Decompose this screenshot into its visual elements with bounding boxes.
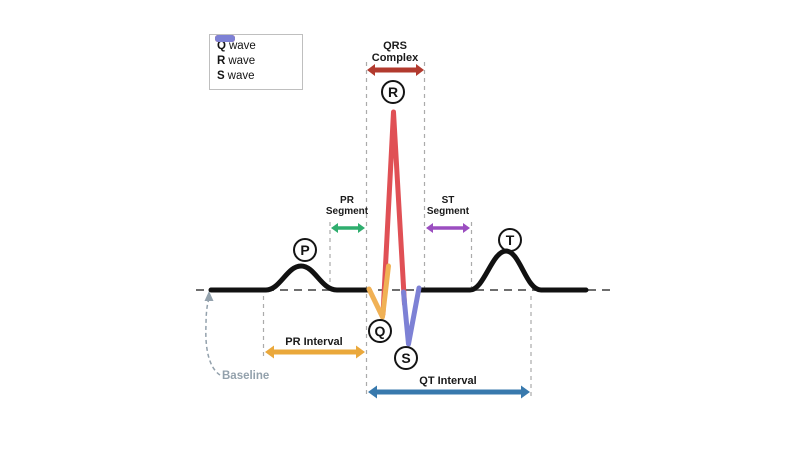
legend-q-letter: Q [217, 40, 226, 52]
s-wave-trace [401, 285, 422, 347]
guide-lines [262, 62, 532, 397]
qrs-complex-label: QRS Complex [371, 40, 419, 64]
r-wave-label: R [381, 80, 405, 104]
legend-item-r-wave: R wave [215, 35, 295, 68]
r-wave-trace [380, 109, 407, 317]
pr-interval-label: PR Interval [285, 336, 343, 348]
legend-q-text: wave [228, 40, 256, 52]
ecg-trace-left-p-wave [208, 263, 371, 293]
st-segment-label: ST Segment [426, 195, 470, 217]
qt-interval-label: QT Interval [419, 375, 477, 387]
pr-segment-arrow [331, 223, 365, 233]
p-wave-label: P [293, 238, 317, 262]
qt-interval-arrow [368, 385, 530, 399]
q-wave-label: Q [368, 319, 392, 343]
pr-segment-label: PR Segment [325, 195, 369, 217]
legend-item-s-wave: S wave [215, 35, 295, 83]
legend-s-text: wave [227, 70, 255, 82]
baseline-pointer-curve [205, 298, 221, 376]
s-wave-color-swatch [215, 35, 235, 42]
st-segment-arrow [426, 223, 470, 233]
q-wave-trace [366, 263, 391, 320]
t-wave-label: T [498, 228, 522, 252]
pr-interval-arrow [265, 345, 365, 359]
baseline-pointer-arrowhead [204, 291, 214, 301]
ecg-trace-right-t-wave [416, 248, 589, 293]
legend-r-letter: R [217, 55, 226, 67]
s-wave-label: S [394, 346, 418, 370]
legend: Q wave R wave S wave [209, 34, 303, 90]
qrs-complex-arrow [367, 64, 424, 76]
legend-s-letter: S [217, 70, 225, 82]
legend-r-text: wave [228, 55, 256, 67]
baseline-label: Baseline [222, 370, 270, 382]
